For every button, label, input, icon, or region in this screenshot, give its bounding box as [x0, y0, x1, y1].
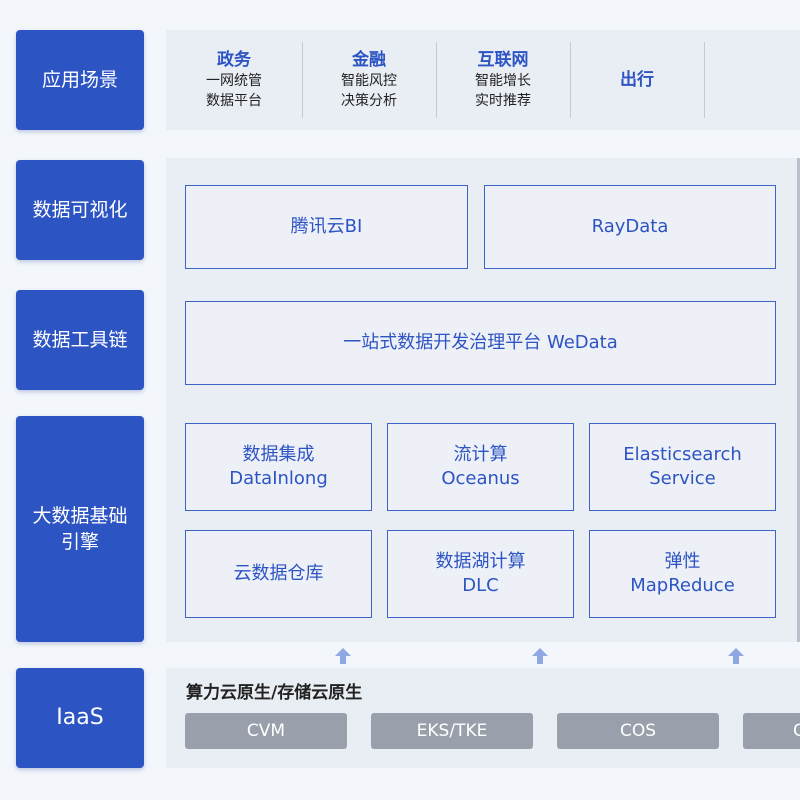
raydata-box: RayData [484, 185, 776, 269]
layer-label-text: 大数据基础 [32, 505, 128, 527]
layer-label-text: 应用场景 [41, 69, 118, 91]
cos-box: COS [557, 713, 719, 749]
box-label: 弹性 [664, 551, 701, 572]
box-label: 腾讯云BI [290, 216, 363, 237]
scenario-line: 实时推荐 [475, 93, 531, 109]
box-label: COS [619, 721, 657, 741]
layer-label-visualization: 数据可视化 [16, 160, 144, 260]
iaas-heading: 算力云原生/存储云原生 [186, 683, 363, 703]
box-label: CVM [246, 721, 286, 741]
box-label: RayData [591, 216, 669, 237]
scenario-title: 金融 [352, 50, 386, 70]
scenario-title: 政务 [217, 50, 251, 70]
scenario-travel: 出行 [570, 30, 704, 130]
box-label: MapReduce [630, 575, 735, 596]
dlc-box: 数据湖计算 DLC [387, 530, 574, 618]
up-arrow-icon [532, 648, 548, 664]
scenario-finance: 金融 智能风控 决策分析 [302, 30, 436, 130]
layer-label-iaas: IaaS [16, 668, 144, 768]
eks-tke-box: EKS/TKE [371, 713, 533, 749]
box-label: DataInlong [229, 468, 328, 489]
box-label: 一站式数据开发治理平台 WeData [343, 332, 618, 353]
emr-box: 弹性 MapReduce [589, 530, 776, 618]
box-label: 云数据仓库 [233, 563, 324, 584]
up-arrow-icon [335, 648, 351, 664]
scenario-line: 智能风控 [341, 73, 397, 89]
box-label: C [793, 721, 800, 741]
divider [302, 42, 303, 118]
scenario-education: 教育 [704, 30, 800, 130]
layer-label-text: 引擎 [60, 531, 99, 553]
box-label: 流计算 [453, 444, 508, 465]
layer-label-text: 数据可视化 [32, 199, 128, 221]
box-label: DLC [462, 575, 499, 596]
scenario-government: 政务 一网统管 数据平台 [166, 30, 302, 130]
divider [704, 42, 705, 118]
scenario-line: 智能增长 [475, 73, 531, 89]
elasticsearch-box: Elasticsearch Service [589, 423, 776, 511]
cloud-warehouse-box: 云数据仓库 [185, 530, 372, 618]
scenario-line: 一网统管 [206, 73, 262, 89]
tencent-bi-box: 腾讯云BI [185, 185, 468, 269]
cvm-box: CVM [185, 713, 347, 749]
layer-label-toolchain: 数据工具链 [16, 290, 144, 390]
panel-edge [797, 158, 800, 642]
layer-label-text: 数据工具链 [32, 329, 128, 351]
layer-label-engine: 大数据基础 引擎 [16, 416, 144, 642]
scenario-internet: 互联网 智能增长 实时推荐 [436, 30, 570, 130]
box-label: 数据湖计算 [435, 551, 526, 572]
up-arrow-icon [728, 648, 744, 664]
box-label: EKS/TKE [416, 721, 488, 741]
cut-off-box: C [743, 713, 800, 749]
box-label: Service [649, 468, 716, 489]
scenario-line: 决策分析 [341, 93, 397, 109]
scenario-title: 互联网 [477, 50, 529, 70]
wedata-box: 一站式数据开发治理平台 WeData [185, 301, 776, 385]
scenario-panel: 政务 一网统管 数据平台 金融 智能风控 决策分析 互联网 智能增长 实时推荐 … [166, 30, 800, 130]
divider [570, 42, 571, 118]
oceanus-box: 流计算 Oceanus [387, 423, 574, 511]
layer-label-text: IaaS [56, 705, 104, 730]
datainlong-box: 数据集成 DataInlong [185, 423, 372, 511]
scenario-title: 出行 [620, 70, 654, 90]
layer-label-application: 应用场景 [16, 30, 144, 130]
box-label: Elasticsearch [623, 444, 742, 465]
divider [436, 42, 437, 118]
box-label: Oceanus [441, 468, 520, 489]
scenario-line: 数据平台 [206, 93, 262, 109]
box-label: 数据集成 [242, 444, 315, 465]
